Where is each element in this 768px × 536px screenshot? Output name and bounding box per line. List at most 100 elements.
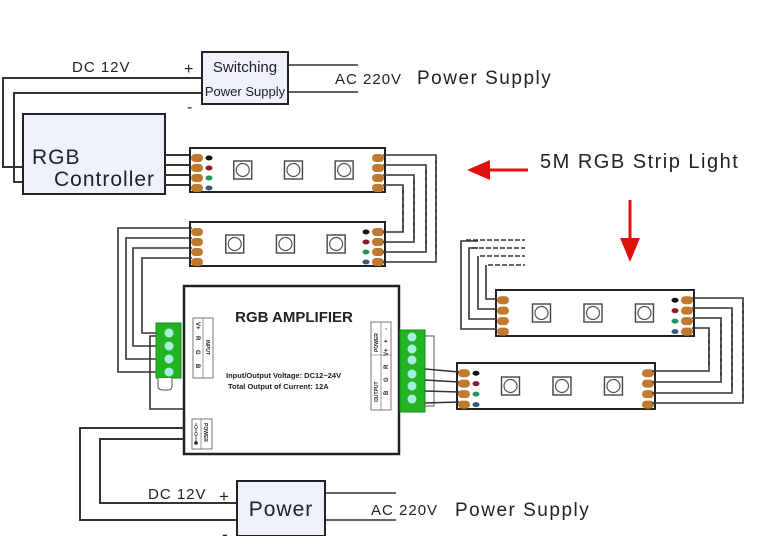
terminal-hole — [407, 332, 417, 342]
bottom-supply-title: Power Supply — [455, 500, 590, 521]
solder-pad-left — [191, 258, 203, 266]
amplifier-title: RGB AMPLIFIER — [235, 309, 353, 326]
amp-in-wire-3 — [132, 247, 192, 347]
dc-wire-plus — [2, 77, 203, 168]
in3-wire-4 — [485, 265, 497, 300]
led-strip-4 — [456, 362, 656, 410]
solder-pad-left — [191, 184, 203, 192]
strip-link-wire-4 — [383, 184, 404, 233]
amp-loop-wire — [149, 335, 185, 410]
led-strip-2 — [189, 221, 386, 267]
solder-pad-right — [681, 327, 693, 336]
terminal-hole — [164, 328, 174, 338]
solder-pad-right — [642, 369, 654, 378]
amp-out-wire-3 — [424, 390, 460, 393]
solder-pad-left — [458, 379, 470, 388]
amplifier-spec-current: Total Output of Current: 12A — [228, 382, 329, 391]
controller-line1: RGB — [32, 146, 81, 169]
strip-link-wire-1 — [383, 154, 437, 263]
solder-pad-left — [191, 238, 203, 246]
top-dc-label: DC 12V — [72, 59, 131, 76]
output-loop-wire — [425, 335, 435, 407]
amp-out-wire-4 — [424, 401, 460, 404]
output-pin-label: + — [384, 339, 390, 343]
solder-pad-left — [497, 327, 509, 336]
led-lens — [606, 378, 621, 394]
led-lens — [637, 305, 652, 321]
solder-pad-left — [191, 164, 203, 172]
solder-pad-right — [681, 306, 693, 315]
bottom-plus-sign: + — [219, 487, 229, 506]
input-pin-label: R — [194, 336, 200, 341]
input-pin-labels: V+RGB — [194, 322, 200, 369]
polarity-dot — [205, 165, 213, 171]
led-lens — [534, 305, 549, 321]
polarity-dot — [362, 229, 370, 235]
led-lens — [329, 236, 344, 252]
switching-box-line2: Power Supply — [205, 84, 286, 99]
strip1-to-strip2-dashes — [402, 160, 437, 258]
link34-wire-1 — [652, 297, 744, 404]
solder-pad-right — [372, 248, 384, 256]
led-lens — [227, 236, 242, 252]
polarity-dot — [472, 381, 480, 387]
solder-pad-left — [458, 369, 470, 378]
power-label-right: POWER — [374, 333, 380, 352]
strip1-to-strip2-wires — [383, 154, 437, 263]
top-supply-title: Power Supply — [417, 68, 552, 89]
top-plus-sign: + — [184, 61, 193, 78]
top-minus-sign: - — [187, 99, 192, 116]
terminal-hole — [407, 369, 417, 379]
solder-pad-left — [191, 228, 203, 236]
amplifier-body — [182, 284, 401, 456]
output-pin-label: - — [384, 328, 390, 330]
solder-pad-left — [497, 306, 509, 315]
strip-link-wire-2 — [383, 164, 427, 253]
solder-pad-left — [497, 296, 509, 305]
input-pin-label: G — [194, 350, 200, 355]
solder-pad-right — [372, 258, 384, 266]
input-terminal-holes — [164, 328, 174, 377]
amp-in-wire-4 — [141, 257, 192, 334]
solder-pad-right — [681, 296, 693, 305]
terminal-hole — [164, 367, 174, 377]
bottom-dc-label: DC 12V — [148, 486, 207, 503]
led-strip-1 — [189, 147, 386, 193]
output-label: OUTPUT — [374, 381, 380, 402]
output-pin-label: B — [384, 390, 390, 395]
solder-pad-left — [458, 400, 470, 409]
polarity-dot — [205, 155, 213, 161]
led-lens — [278, 236, 293, 252]
strip3-incoming-dashes — [466, 239, 525, 266]
solder-pad-right — [372, 228, 384, 236]
polarity-dot — [671, 297, 679, 303]
output-pin-label: G — [384, 377, 390, 382]
led-lens — [585, 305, 601, 321]
solder-pad-right — [372, 174, 384, 182]
bottom-dc-wire-2 — [99, 438, 237, 504]
strip3-incoming-wires — [460, 240, 497, 330]
polarity-dot — [362, 259, 370, 265]
solder-pad-left — [497, 317, 509, 326]
polarity-dot — [205, 175, 213, 181]
dc-wire-minus — [13, 92, 203, 183]
left-arrow-icon — [467, 160, 490, 180]
bottom-dc-wire-1 — [79, 427, 237, 521]
polarity-dot — [362, 249, 370, 255]
input-label: INPUT — [204, 340, 210, 355]
output-pin-label: V+ — [384, 348, 390, 356]
strip3-to-strip4-dashes — [708, 303, 744, 399]
polarity-dot — [362, 239, 370, 245]
solder-pad-left — [191, 248, 203, 256]
solder-pad-left — [191, 154, 203, 162]
solder-pad-right — [372, 154, 384, 162]
solder-pad-right — [372, 164, 384, 172]
bottom-power-supply-group: Power DC 12V + - AC 220V Power Supply — [79, 427, 590, 536]
power-in-pin-solid — [194, 441, 198, 445]
in3-wire-3 — [477, 256, 497, 310]
polarity-dot — [205, 185, 213, 191]
polarity-dot — [472, 391, 480, 397]
link34-wire-3 — [652, 317, 722, 383]
power-in-label: POWER — [202, 423, 208, 442]
